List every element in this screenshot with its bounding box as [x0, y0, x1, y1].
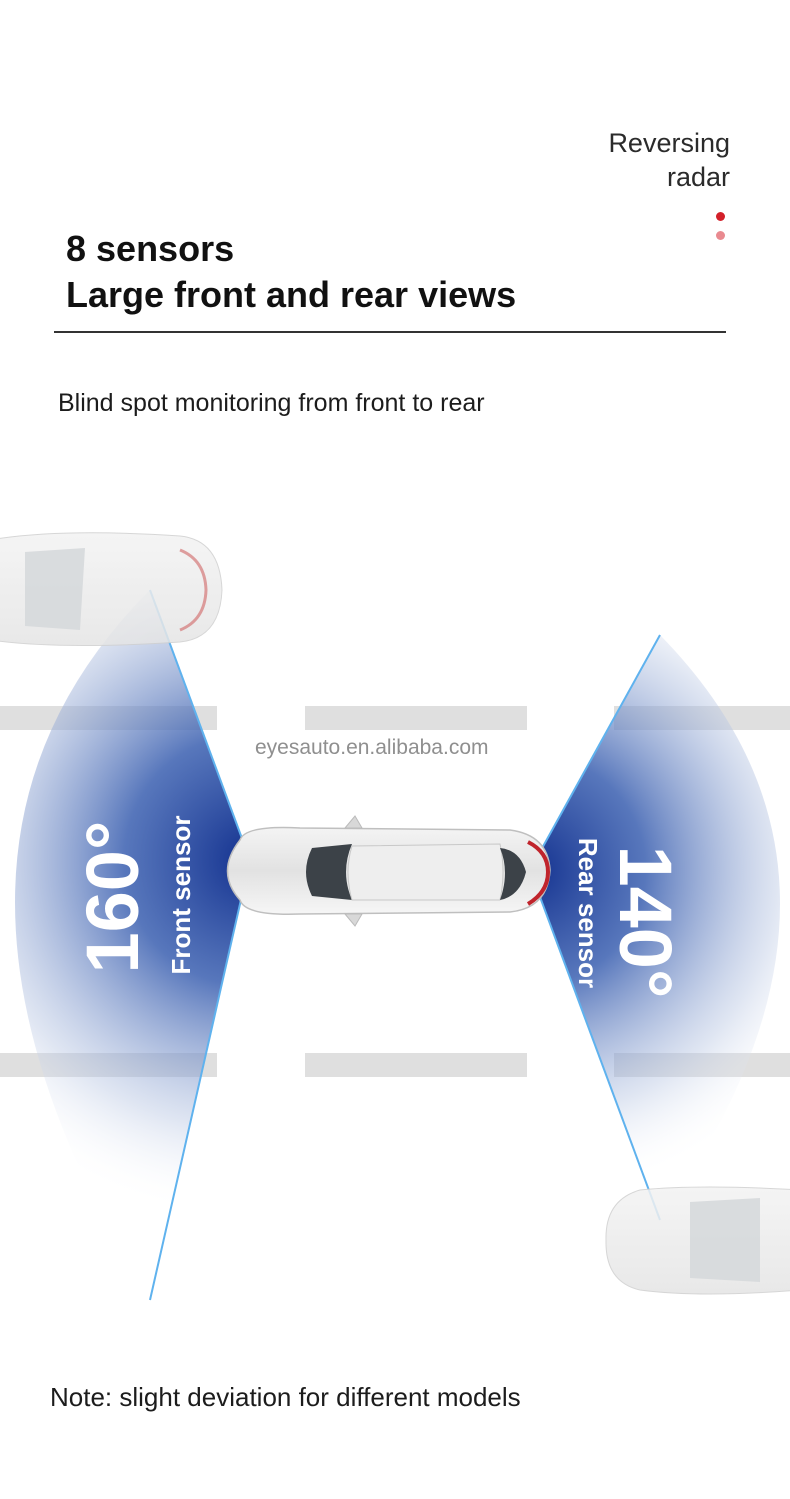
lane-mark [305, 1053, 527, 1077]
title-divider [54, 331, 726, 333]
title-line2: Large front and rear views [66, 274, 517, 315]
watermark: eyesauto.en.alibaba.com [255, 736, 489, 759]
subtitle: Blind spot monitoring from front to rear [58, 389, 485, 417]
page-title: 8 sensors Large front and rear views [66, 226, 516, 318]
front-sensor-beam [15, 590, 250, 1300]
category-tag: Reversing radar [608, 126, 730, 194]
category-tag-line1: Reversing [608, 128, 730, 158]
red-dot-icon [716, 212, 725, 221]
nearby-car-front [0, 532, 223, 647]
main-car [226, 815, 551, 927]
front-sensor-label: Front sensor [166, 815, 196, 975]
rear-angle-value: 140° [604, 845, 687, 999]
rear-sensor-label: Rear sensor [573, 837, 603, 989]
nearby-car-rear [605, 1186, 790, 1295]
sensor-diagram [0, 460, 790, 1360]
footnote: Note: slight deviation for different mod… [50, 1382, 521, 1412]
lane-mark [305, 706, 527, 730]
pink-dot-icon [716, 231, 725, 240]
front-angle-value: 160° [71, 820, 154, 974]
title-line1: 8 sensors [66, 228, 235, 269]
category-tag-line2: radar [666, 162, 730, 192]
rear-sensor-beam [530, 635, 780, 1220]
